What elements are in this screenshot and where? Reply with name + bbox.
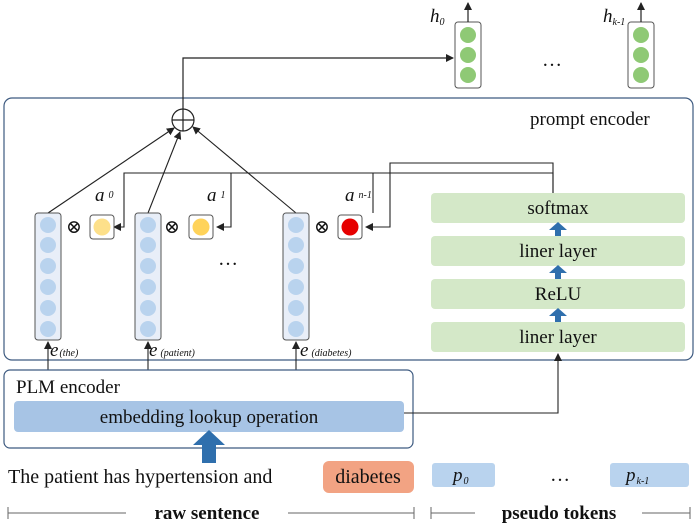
linear-layer-bottom-label: liner layer (519, 327, 597, 348)
input-sentence: The patient has hypertension and (8, 466, 272, 488)
sum-to-output-arrow (182, 54, 454, 109)
softmax-label: softmax (527, 198, 589, 219)
attention-ellipsis: … (218, 248, 238, 270)
plm-encoder-title: PLM encoder (16, 377, 121, 398)
embedding-label-diabetes: e(diabetes) (300, 340, 352, 361)
input-arrow-icon (193, 430, 225, 463)
pseudo-token-p0: p0 (451, 465, 469, 487)
embedding-lookup-box (14, 401, 404, 432)
raw-sentence-bracket (7, 507, 415, 519)
output-h0-label: h0 (430, 6, 445, 28)
prompt-encoder-title: prompt encoder (530, 109, 650, 130)
highlight-token-box (323, 461, 414, 493)
relu-box (431, 279, 685, 309)
mlp-stack: softmax liner layer ReLU liner layer (431, 193, 685, 352)
pseudo-tokens-label: pseudo tokens (502, 503, 617, 524)
output-hk: hk-1 (603, 2, 655, 89)
prompt-encoder-frame (3, 97, 694, 361)
attention-weight-an (337, 214, 363, 240)
embedding-label-patient: e(patient) (149, 340, 196, 361)
softmax-box (431, 193, 685, 223)
multiply-icon-n: ⊗ (314, 217, 330, 238)
highlight-token: diabetes (335, 466, 401, 488)
output-ellipsis: … (542, 49, 562, 71)
lookup-to-mlp-arrow (404, 353, 562, 414)
linear-layer-bottom-box (431, 322, 685, 352)
linear-layer-top-label: liner layer (519, 241, 597, 262)
relu-label: ReLU (535, 284, 582, 305)
pseudo-token-p0-box (432, 463, 495, 487)
embedding-column-diabetes (282, 212, 310, 341)
raw-sentence-label: raw sentence (155, 503, 260, 524)
pseudo-token-ellipsis: … (550, 464, 570, 486)
embedding-column-patient (134, 212, 162, 341)
pseudo-tokens-bracket (430, 507, 691, 519)
linear-layer-top-box (431, 236, 685, 266)
attention-weight-a0 (89, 214, 115, 240)
multiply-icon-0: ⊗ (66, 217, 82, 238)
embedding-column-the (34, 212, 62, 341)
attention-weight-a1 (188, 214, 214, 240)
pseudo-token-pk: pk-1 (624, 465, 649, 487)
multiply-icon-1: ⊗ (164, 217, 180, 238)
pseudo-token-pk-box (610, 463, 689, 487)
embedding-lookup-label: embedding lookup operation (100, 407, 319, 428)
output-hk-label: hk-1 (603, 6, 625, 28)
output-h0: h0 (430, 2, 482, 89)
embedding-label-the: e(the) (50, 340, 79, 361)
